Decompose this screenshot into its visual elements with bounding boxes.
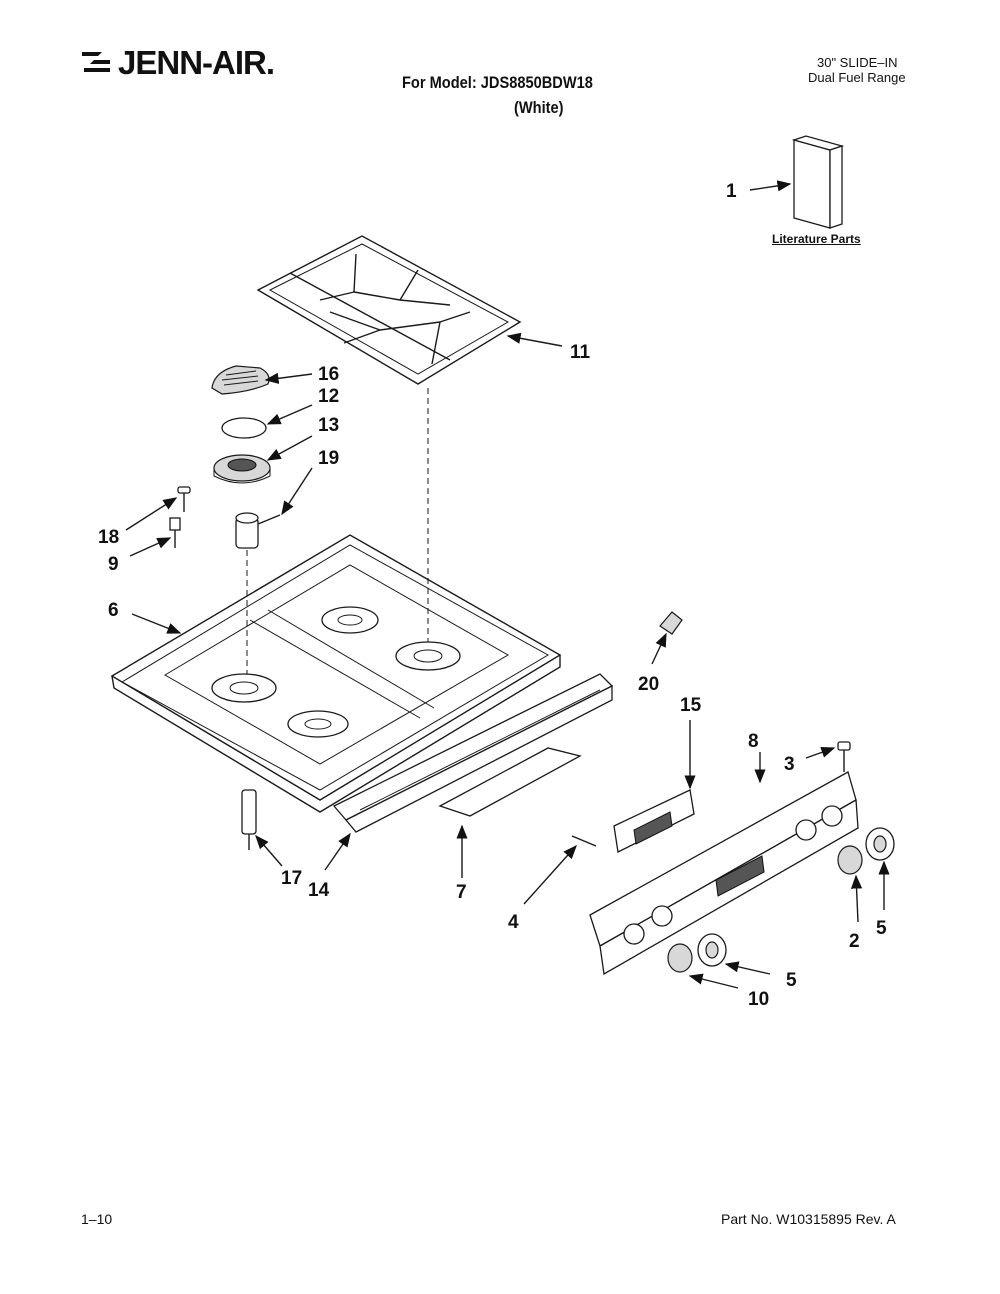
brand-logo: JENN-AIR. <box>80 44 275 84</box>
clip <box>659 611 683 635</box>
knob-left-outer <box>697 933 727 967</box>
callout-4: 4 <box>508 912 519 933</box>
knob-left-inner <box>667 943 693 973</box>
orifice-holder <box>241 789 257 850</box>
callout-7: 7 <box>456 882 467 903</box>
range-size: 30" SLIDE–IN <box>817 55 898 70</box>
callout-13: 13 <box>318 415 339 436</box>
callout-15: 15 <box>680 695 702 716</box>
callout-5-right: 5 <box>876 918 887 939</box>
cooktop <box>110 534 562 813</box>
callout-9: 9 <box>108 554 119 575</box>
callout-2: 2 <box>849 931 860 952</box>
callout-14: 14 <box>308 880 330 901</box>
callout-11: 11 <box>570 342 591 363</box>
screw <box>177 486 191 512</box>
callout-8: 8 <box>748 731 759 752</box>
burner-cap <box>221 417 267 439</box>
burner-venturi <box>235 512 281 549</box>
callout-12: 12 <box>318 386 339 407</box>
igniter-electrode <box>169 517 181 548</box>
model-color: (White) <box>514 98 564 117</box>
callout-17: 17 <box>281 868 302 889</box>
board-screw <box>571 835 597 847</box>
part-number: Part No. W10315895 Rev. A <box>721 1211 896 1227</box>
literature-booklet <box>791 135 845 229</box>
jenn-air-logo-icon <box>80 46 114 84</box>
callout-6: 6 <box>108 600 119 621</box>
range-type: Dual Fuel Range <box>808 70 906 85</box>
brand-name: JENN-AIR. <box>118 44 275 81</box>
callout-19: 19 <box>318 448 339 469</box>
burner-base <box>213 454 271 484</box>
model-title: For Model: JDS8850BDW18 <box>402 73 593 92</box>
heat-shield <box>438 747 582 817</box>
callout-16: 16 <box>318 364 339 385</box>
callout-18: 18 <box>98 527 119 548</box>
callout-10: 10 <box>748 989 769 1010</box>
grate <box>256 235 522 385</box>
callout-5-left: 5 <box>786 970 797 991</box>
control-panel <box>589 741 859 976</box>
page-number: 1–10 <box>81 1211 113 1227</box>
burner-head <box>211 365 270 395</box>
leader-lines <box>125 180 890 989</box>
callout-1: 1 <box>726 181 737 202</box>
front-rail <box>332 673 614 833</box>
control-board <box>613 789 695 853</box>
literature-parts-label: Literature Parts <box>772 232 861 246</box>
knob-right-inner <box>837 845 863 875</box>
callout-20: 20 <box>638 674 659 695</box>
callout-3: 3 <box>784 754 795 775</box>
knob-right-outer <box>865 827 895 861</box>
